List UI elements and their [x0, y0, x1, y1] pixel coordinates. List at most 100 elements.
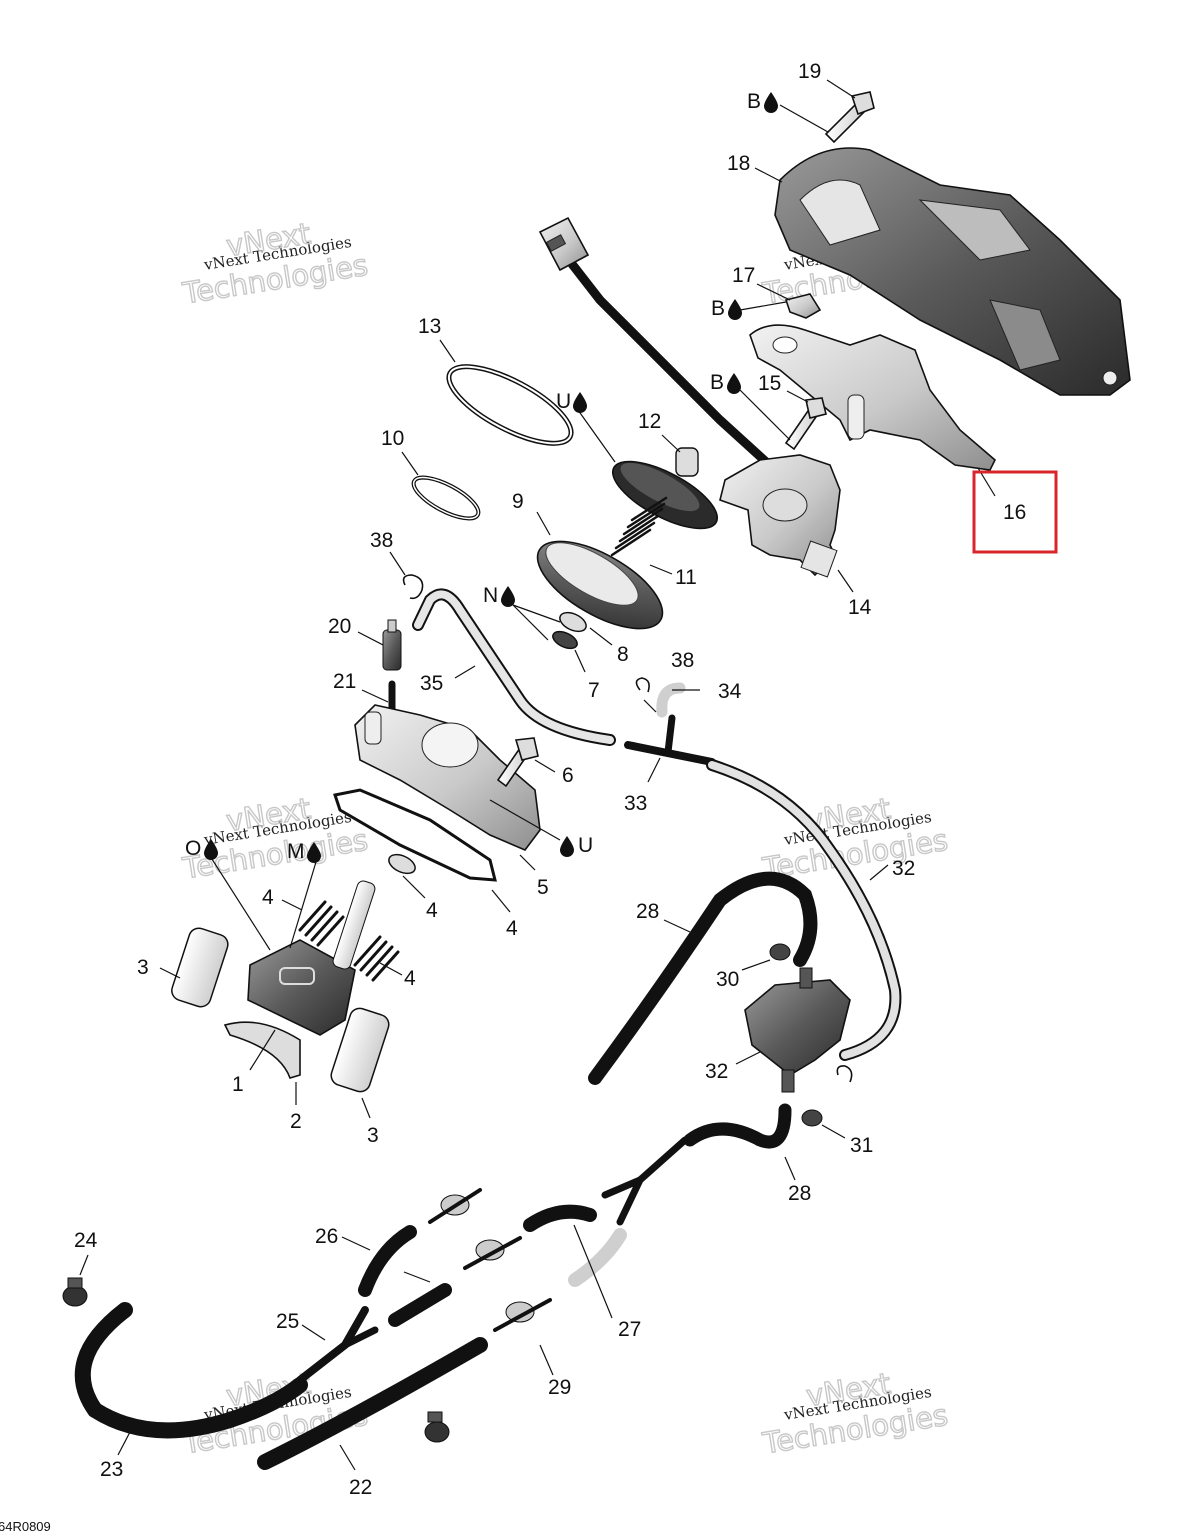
callout-6: 4 [506, 917, 518, 940]
part-33-solenoid [744, 967, 853, 1093]
callout-2: 2 [290, 1110, 302, 1133]
part-3-cylinder-right [330, 1007, 390, 1093]
callout-35: 32 [892, 857, 915, 880]
leader-lines [79, 79, 996, 1471]
part-10-washer [559, 611, 587, 633]
callout-28-left: 26 [315, 1225, 338, 1248]
drop-icon [204, 839, 218, 860]
part-19-clip [784, 293, 822, 319]
part-14-diaphragm [611, 447, 719, 530]
callout-5: 4 [426, 899, 438, 922]
callout-29: 29 [548, 1376, 571, 1399]
callout-28-right: 27 [618, 1318, 641, 1341]
part-y-fitting-upper [601, 1136, 689, 1226]
part-34-hose [412, 588, 616, 746]
drop-icon [764, 92, 778, 113]
svg-text:O: O [185, 837, 201, 860]
part-32-clamp-top [769, 943, 791, 961]
part-16-housing [719, 454, 841, 578]
callout-32-top: 30 [716, 968, 739, 991]
callout-18-highlight[interactable]: 16 [972, 470, 1058, 554]
callout-37: 34 [718, 680, 742, 703]
callout-17: 15 [758, 372, 781, 395]
diagram-reference: 64R0809 [0, 1519, 51, 1532]
part-38-clamp [402, 574, 424, 600]
part-18-bracket [749, 324, 996, 471]
callout-7: 5 [537, 876, 549, 899]
drop-icon [573, 392, 587, 413]
callout-11: 9 [512, 490, 524, 513]
svg-text:U: U [556, 390, 571, 413]
lubricant-codes: B B B U N U O M [185, 90, 778, 863]
part-12-o-ring [411, 475, 481, 521]
part-6-gasket [333, 788, 497, 882]
part-32-clamp-bottom [801, 1109, 823, 1127]
svg-text:B: B [711, 297, 725, 320]
callout-16: 14 [848, 596, 872, 619]
lube-code-u-7: U [560, 834, 593, 857]
part-31-hose [683, 1103, 792, 1149]
lube-code-b-17: B [710, 371, 741, 394]
part-4-spring-right [353, 935, 400, 982]
callout-18: 16 [1003, 501, 1026, 524]
part-35-hose [706, 759, 902, 1061]
callout-1: 1 [232, 1073, 244, 1096]
callout-3-left: 3 [137, 956, 149, 979]
callout-14: 12 [638, 410, 661, 433]
part-17-bolt [784, 397, 827, 451]
part-37-elbow [635, 677, 686, 718]
callout-36: 33 [624, 792, 647, 815]
part-4-spring-left [298, 900, 345, 947]
part-26-clamp-bottom [424, 1411, 450, 1443]
part-29-check-valve-1 [428, 1188, 482, 1224]
part-13-spring [610, 496, 668, 557]
part-28-hose-upper [523, 1204, 627, 1287]
callout-15: 13 [418, 315, 441, 338]
part-1-ecu-module [247, 939, 356, 1036]
drop-icon [560, 836, 574, 857]
drop-icon [307, 842, 321, 863]
lube-code-m: M [287, 840, 321, 863]
part-28-hose-lower [358, 1225, 452, 1327]
part-3-cylinder-left [171, 927, 229, 1008]
part-21-bolt [824, 91, 875, 144]
drop-icon [501, 586, 515, 607]
lube-code-b-21: B [747, 90, 778, 113]
watermark-6: vNext Technologies vNext Technologies [759, 1366, 951, 1462]
callout-25: 23 [100, 1458, 123, 1481]
drop-icon [728, 299, 742, 320]
highlight-box [972, 470, 1058, 554]
lube-code-u-14: U [556, 390, 587, 413]
callout-12: 10 [381, 427, 404, 450]
part-20-cover [774, 147, 1131, 396]
callout-22: 21 [333, 670, 356, 693]
watermark-3: vNext Technologies vNext Technologies [179, 791, 371, 887]
callout-30: 28 [636, 900, 659, 923]
callout-32-bottom: 31 [850, 1134, 873, 1157]
callout-13: 11 [675, 566, 697, 589]
callout-24: 22 [349, 1476, 372, 1499]
callout-21: 19 [798, 60, 821, 83]
part-26-clamp-top [62, 1277, 88, 1307]
part-24-hose [257, 1337, 488, 1470]
callout-numbers: 19 18 17 15 13 12 10 9 11 14 38 20 8 38 … [74, 60, 915, 1499]
callout-31: 28 [788, 1182, 811, 1205]
lube-code-o: O [185, 837, 218, 860]
callout-26: 24 [74, 1229, 98, 1252]
part-15-o-ring [446, 364, 574, 446]
part-29-check-valve-2 [463, 1236, 522, 1270]
part-2-bracket-plate [223, 880, 376, 1079]
callout-4-left: 4 [262, 886, 274, 909]
part-8-bolt [496, 737, 539, 788]
callout-38-right: 38 [671, 649, 694, 672]
callout-20: 18 [727, 152, 750, 175]
callout-4-right: 4 [404, 967, 416, 990]
callout-10: 8 [617, 643, 629, 666]
part-29-check-valve-3 [493, 1298, 552, 1332]
part-11-plate [536, 540, 664, 630]
svg-text:U: U [578, 834, 593, 857]
callout-38-top: 38 [370, 529, 393, 552]
callout-9: 7 [588, 679, 600, 702]
callout-23: 20 [328, 615, 351, 638]
